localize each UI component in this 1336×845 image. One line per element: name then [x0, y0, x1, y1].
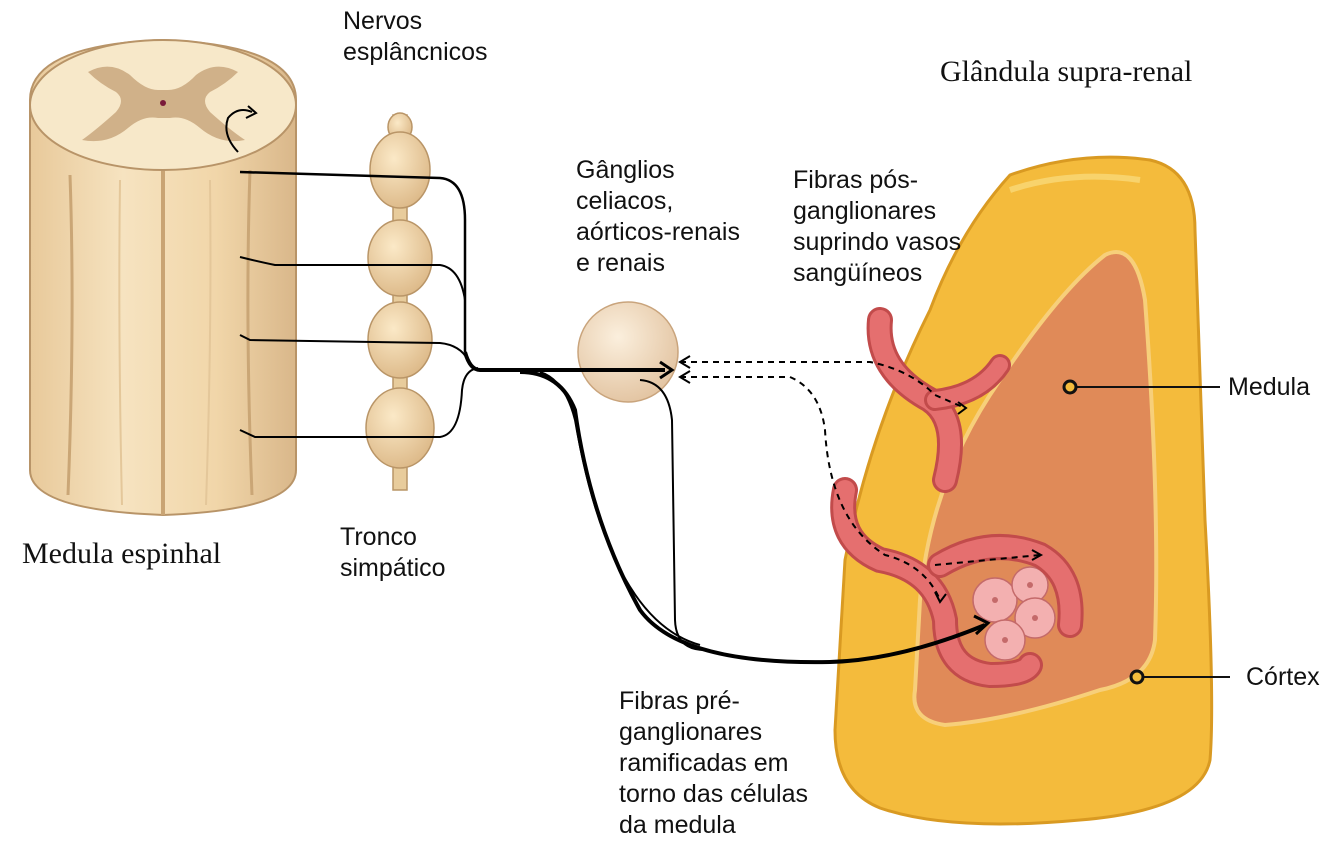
cortex-label: Córtex	[1246, 662, 1320, 693]
fibras-pre-ganglionares-label: Fibras pré- ganglionares ramificadas em …	[619, 686, 808, 841]
ganglios-label: Gânglios celiacos, aórticos-renais e ren…	[576, 155, 740, 279]
sympathetic-trunk	[366, 113, 434, 490]
spinal-cord	[30, 40, 296, 515]
medula-label: Medula	[1228, 372, 1310, 403]
glandula-supra-renal-title: Glândula supra-renal	[940, 55, 1192, 89]
fibras-pos-ganglionares-label: Fibras pós- ganglionares suprindo vasos …	[793, 165, 961, 289]
tronco-simpatico-label: Tronco simpático	[340, 522, 446, 584]
medula-espinhal-title: Medula espinhal	[22, 537, 221, 571]
medula-pointer-dot	[1064, 381, 1076, 393]
cortex-pointer-dot	[1131, 671, 1143, 683]
nervos-esplancnicos-label: Nervos esplâncnicos	[343, 6, 488, 68]
celiac-ganglion	[578, 302, 678, 402]
